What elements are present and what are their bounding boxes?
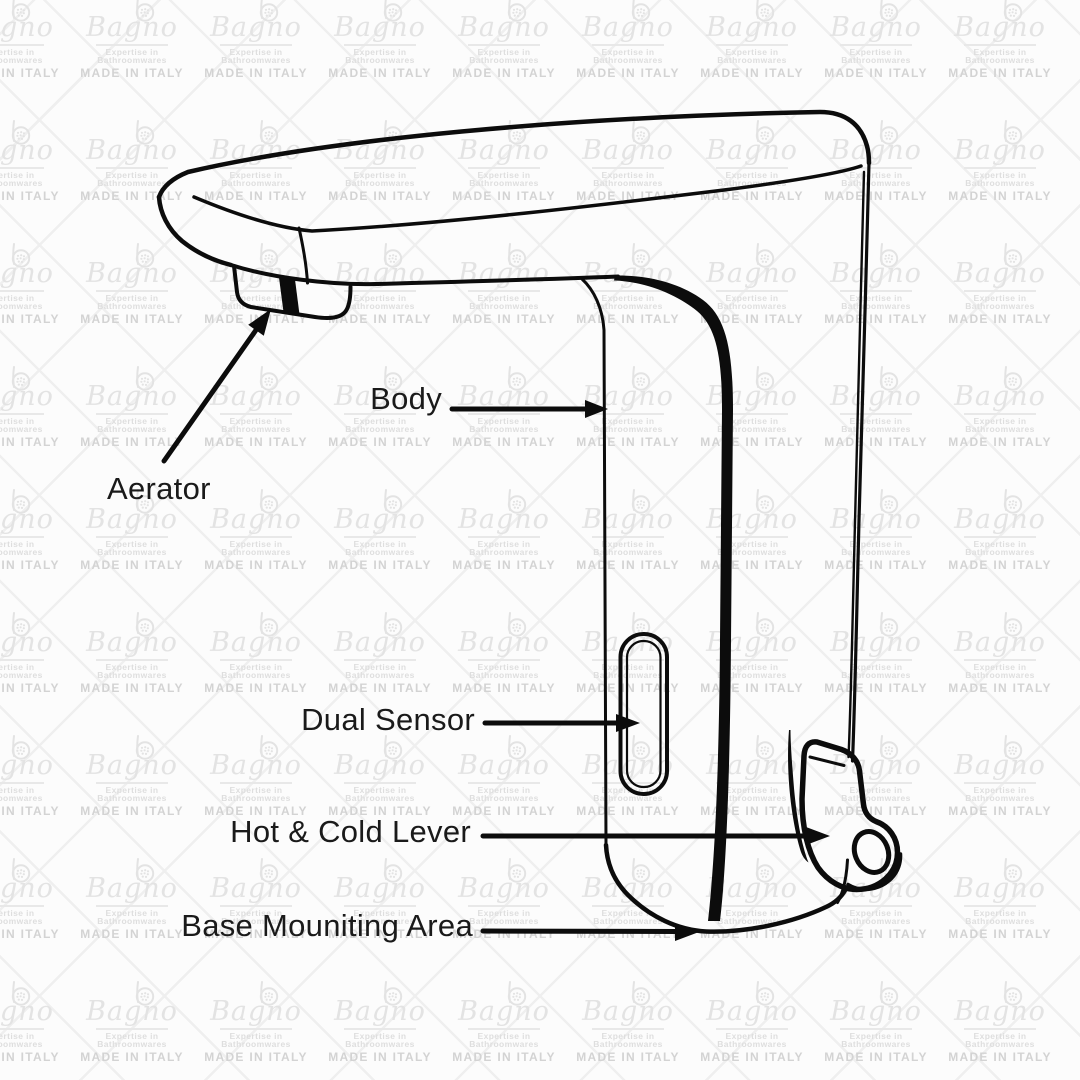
spout-seam-line <box>192 164 863 233</box>
spout-tip-edge <box>156 194 234 268</box>
aerator-arrow <box>161 309 271 464</box>
spout-front-corner-line <box>297 226 309 285</box>
aerator-stripe <box>279 277 300 315</box>
spout-top-edge <box>156 109 872 200</box>
base-mounting-arrow <box>480 923 699 941</box>
base-right-edge-below-lever <box>836 858 849 904</box>
base-outline <box>603 842 848 934</box>
dual-sensor-inner-rim <box>625 639 662 789</box>
hot-cold-lever-arrow <box>480 827 830 845</box>
label-body: Body <box>370 381 442 416</box>
body-accent-stripe <box>614 275 733 921</box>
body-arrow <box>449 400 608 418</box>
lever-highlight-line <box>808 755 846 767</box>
aerator-outline <box>232 264 353 320</box>
label-base-mounting-area: Base Mouniting Area <box>181 908 473 943</box>
spout-underside-edge <box>229 263 620 287</box>
lever-knob-face <box>851 829 892 875</box>
body-right-edge-inner <box>847 170 866 759</box>
body-left-edge <box>580 277 608 847</box>
label-hot-cold-lever: Hot & Cold Lever <box>230 814 471 849</box>
label-dual-sensor: Dual Sensor <box>301 702 475 737</box>
dual-sensor-arrow <box>482 714 640 732</box>
label-aerator: Aerator <box>107 471 211 506</box>
body-right-edge-outer <box>850 161 871 763</box>
